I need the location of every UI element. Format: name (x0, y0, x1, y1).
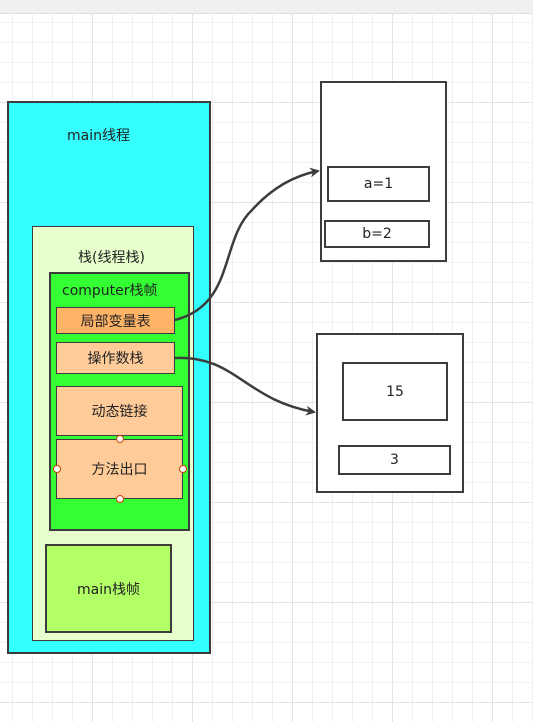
top-toolbar-strip (0, 0, 533, 14)
operand-stack-to-object-2-arrow[interactable] (174, 356, 316, 416)
computer-frame-label: computer栈帧 (62, 283, 158, 299)
dynamic-linking[interactable]: 动态链接 (56, 386, 183, 436)
main-stack-frame[interactable]: main栈帧 (45, 544, 172, 633)
heap-object-2-value-2[interactable]: 3 (338, 445, 451, 475)
local-vars-to-object-1-arrow[interactable] (174, 167, 320, 322)
heap-object-2-value-1[interactable]: 15 (342, 362, 448, 421)
heap-object-1-field-b[interactable]: b=2 (324, 220, 430, 248)
resize-handle-bottom[interactable] (116, 495, 124, 503)
local-variable-table[interactable]: 局部变量表 (56, 307, 175, 334)
heap-object-1-field-a[interactable]: a=1 (327, 166, 430, 202)
resize-handle-right[interactable] (179, 465, 187, 473)
thread-stack-label: 栈(线程栈) (78, 250, 145, 266)
resize-handle-left[interactable] (53, 465, 61, 473)
main-thread-label: main线程 (67, 128, 130, 144)
operand-stack[interactable]: 操作数栈 (56, 342, 175, 374)
resize-handle-top[interactable] (116, 435, 124, 443)
